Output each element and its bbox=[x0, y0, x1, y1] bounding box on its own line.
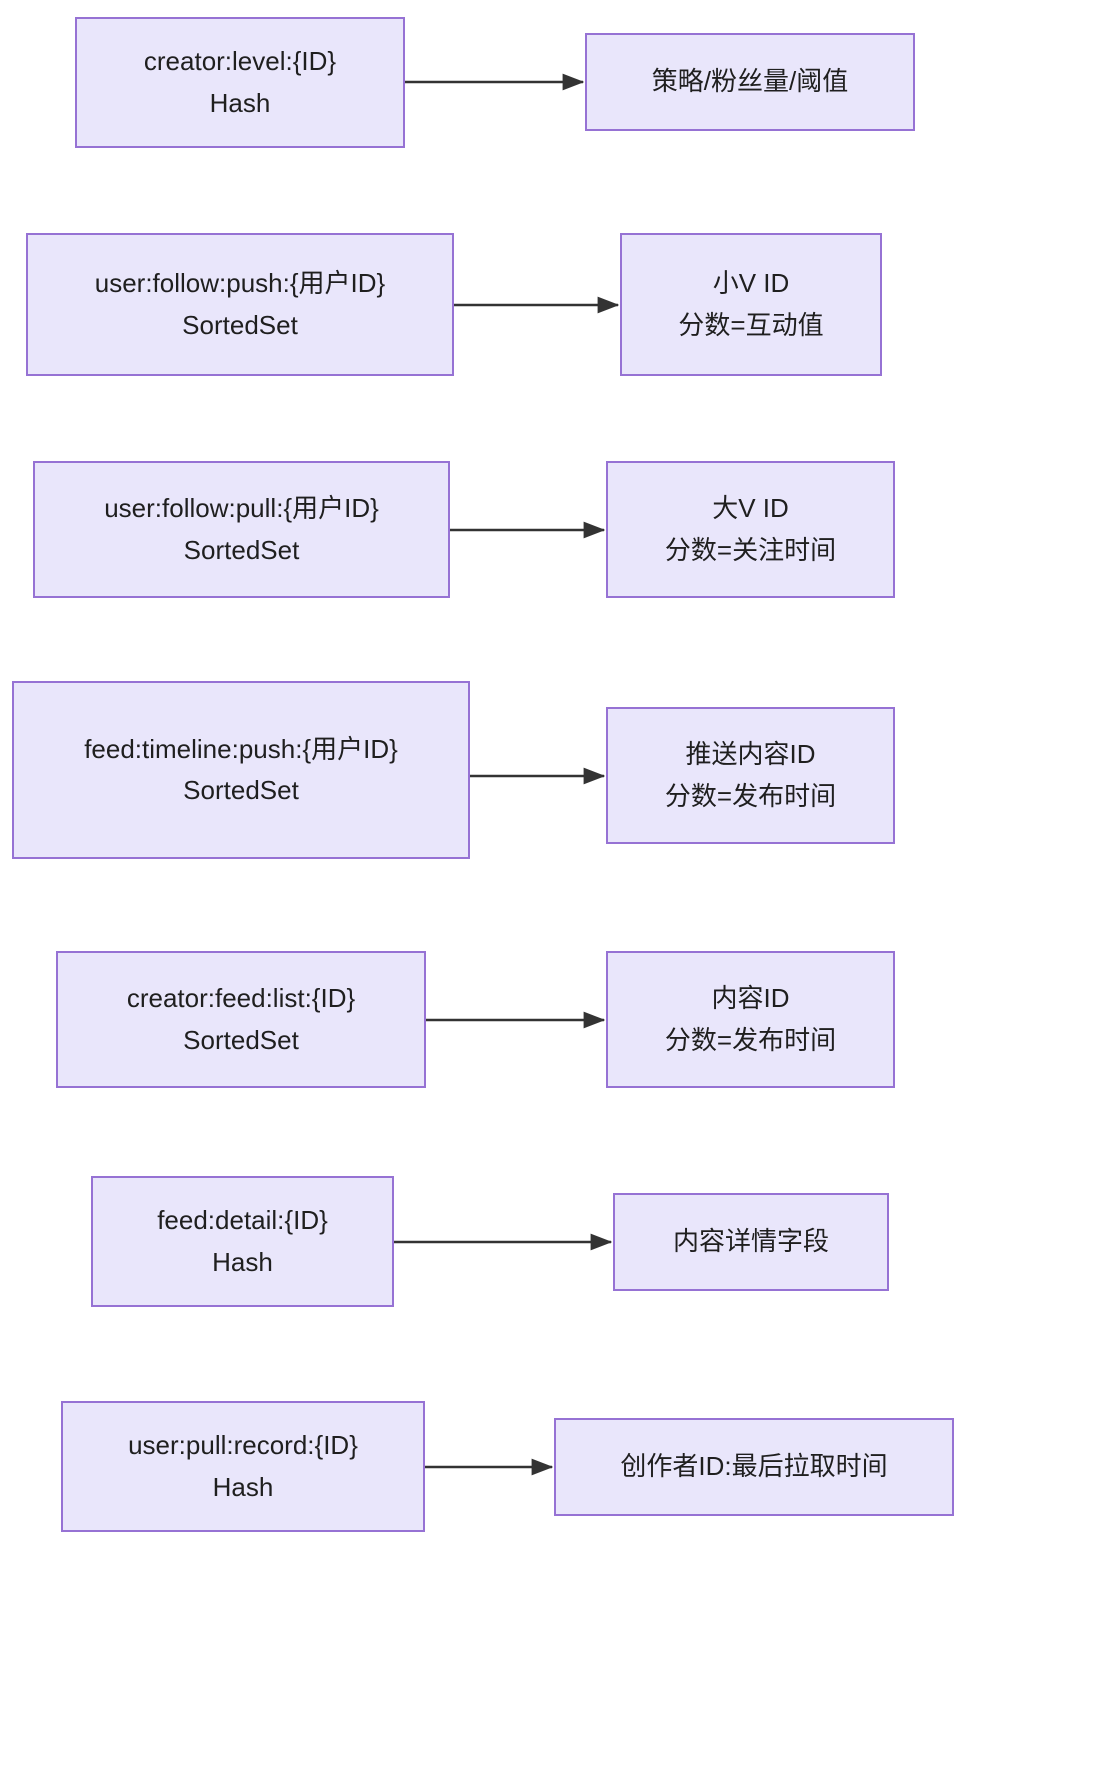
creator-level-hash: creator:level:{ID} Hash bbox=[75, 17, 405, 148]
creator-feed-list-sortedset: creator:feed:list:{ID} SortedSet bbox=[56, 951, 426, 1088]
user-pull-record-value: 创作者ID:最后拉取时间 bbox=[554, 1418, 954, 1516]
feed-timeline-push-sortedset-label: feed:timeline:push:{用户ID} SortedSet bbox=[84, 733, 398, 805]
feed-detail-hash: feed:detail:{ID} Hash bbox=[91, 1176, 394, 1307]
user-follow-push-sortedset: user:follow:push:{用户ID} SortedSet bbox=[26, 233, 454, 376]
creator-level-value-label: 策略/粉丝量/阈值 bbox=[651, 66, 849, 97]
creator-feed-list-value: 内容ID 分数=发布时间 bbox=[606, 951, 895, 1088]
creator-level-hash-label: creator:level:{ID} Hash bbox=[143, 46, 337, 118]
user-follow-push-value: 小V ID 分数=互动值 bbox=[620, 233, 882, 376]
user-follow-pull-value: 大V ID 分数=关注时间 bbox=[606, 461, 895, 598]
feed-timeline-push-value-label: 推送内容ID 分数=发布时间 bbox=[664, 739, 837, 811]
user-follow-push-value-label: 小V ID 分数=互动值 bbox=[678, 268, 824, 340]
user-follow-push-sortedset-label: user:follow:push:{用户ID} SortedSet bbox=[94, 268, 386, 340]
user-follow-pull-sortedset: user:follow:pull:{用户ID} SortedSet bbox=[33, 461, 450, 598]
user-pull-record-hash: user:pull:record:{ID} Hash bbox=[61, 1401, 425, 1532]
feed-detail-value-label: 内容详情字段 bbox=[672, 1226, 829, 1257]
feed-detail-hash-label: feed:detail:{ID} Hash bbox=[157, 1205, 328, 1277]
feed-timeline-push-sortedset: feed:timeline:push:{用户ID} SortedSet bbox=[12, 681, 470, 859]
user-follow-pull-value-label: 大V ID 分数=关注时间 bbox=[664, 493, 837, 565]
user-pull-record-hash-label: user:pull:record:{ID} Hash bbox=[128, 1430, 358, 1502]
creator-feed-list-value-label: 内容ID 分数=发布时间 bbox=[664, 983, 837, 1055]
user-follow-pull-sortedset-label: user:follow:pull:{用户ID} SortedSet bbox=[104, 493, 379, 565]
feed-timeline-push-value: 推送内容ID 分数=发布时间 bbox=[606, 707, 895, 844]
creator-feed-list-sortedset-label: creator:feed:list:{ID} SortedSet bbox=[126, 983, 356, 1055]
feed-detail-value: 内容详情字段 bbox=[613, 1193, 889, 1291]
user-pull-record-value-label: 创作者ID:最后拉取时间 bbox=[620, 1451, 888, 1482]
creator-level-value: 策略/粉丝量/阈值 bbox=[585, 33, 915, 131]
